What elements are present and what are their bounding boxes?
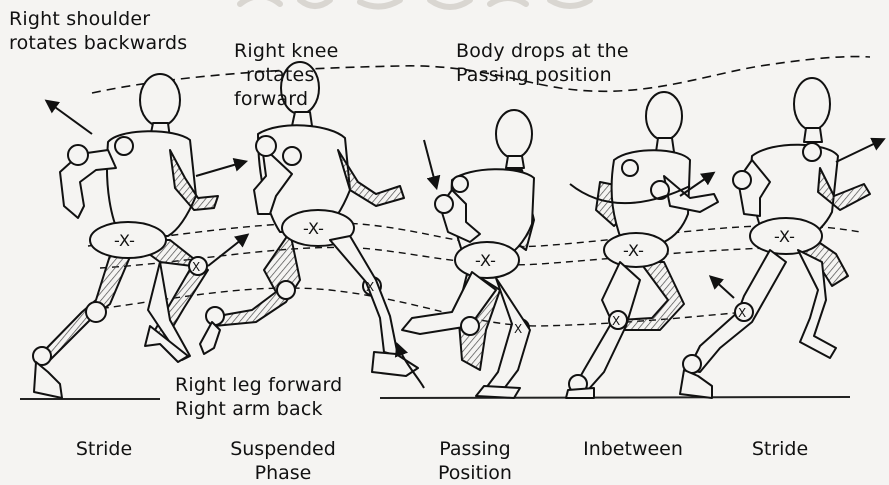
svg-text:X: X: [738, 306, 746, 320]
figure-stride-2: -X- X: [680, 78, 870, 398]
caption-line: Suspended: [218, 437, 348, 461]
svg-text:-X-: -X-: [114, 231, 135, 250]
annotation-line: rotates: [234, 63, 339, 87]
svg-text:X: X: [366, 280, 374, 294]
faint-background-title: [240, 0, 590, 7]
annotation-right-leg-arm: Right leg forward Right arm back: [175, 373, 342, 421]
annotation-body-drops: Body drops at the Passing position: [456, 39, 629, 87]
annotation-line: Right knee: [234, 39, 339, 63]
caption-line: Phase: [218, 461, 348, 485]
caption-line: Inbetween: [568, 437, 698, 461]
caption-line: Stride: [730, 437, 830, 461]
figure-passing: -X- X: [402, 110, 534, 398]
annotation-line: Passing position: [456, 63, 629, 87]
caption-suspended-phase: Suspended Phase: [218, 437, 348, 485]
figure-inbetween: -X- X: [566, 92, 718, 398]
figure-stride-1: -X- X: [33, 74, 218, 398]
caption-stride-1: Stride: [54, 437, 154, 461]
svg-text:X: X: [514, 322, 522, 336]
svg-text:X: X: [612, 314, 620, 328]
caption-line: Stride: [54, 437, 154, 461]
caption-line: Position: [420, 461, 530, 485]
annotation-right-shoulder: Right shoulder rotates backwards: [9, 7, 187, 55]
caption-stride-2: Stride: [730, 437, 830, 461]
annotation-right-knee: Right knee rotates forward: [234, 39, 339, 111]
svg-text:-X-: -X-: [774, 227, 795, 246]
svg-text:-X-: -X-: [475, 251, 496, 270]
ground-lines: [20, 397, 850, 399]
caption-inbetween: Inbetween: [568, 437, 698, 461]
annotation-line: Body drops at the: [456, 39, 629, 63]
annotation-line: Right arm back: [175, 397, 342, 421]
annotation-line: rotates backwards: [9, 31, 187, 55]
annotation-line: Right shoulder: [9, 7, 187, 31]
caption-passing-position: Passing Position: [420, 437, 530, 485]
svg-text:-X-: -X-: [623, 241, 644, 260]
svg-text:X: X: [192, 260, 200, 274]
annotation-line: forward: [234, 87, 339, 111]
caption-line: Passing: [420, 437, 530, 461]
svg-text:-X-: -X-: [303, 219, 324, 238]
annotation-line: Right leg forward: [175, 373, 342, 397]
